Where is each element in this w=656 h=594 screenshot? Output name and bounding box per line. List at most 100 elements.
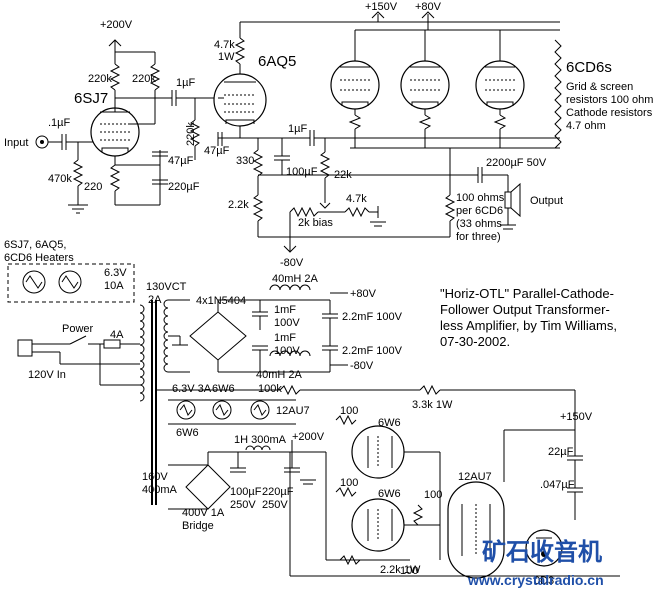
c-1uf-out-label: 1µF <box>288 123 307 135</box>
c-250v-a-label: 250V <box>230 499 256 511</box>
c-2m2-a-label: 2.2mF 100V <box>342 311 403 323</box>
heater-10a-label: 10A <box>104 280 124 292</box>
c-100uf-250-label: 100µF <box>230 486 262 498</box>
r-2k2-label: 2.2k <box>228 199 249 211</box>
r-100-c-label: 100 <box>424 489 442 501</box>
psu-minus80-label: -80V <box>350 360 374 372</box>
heater-icon-2 <box>58 270 82 294</box>
c-22uf-label: 22µF <box>548 446 574 458</box>
c-in-label: .1µF <box>48 117 71 129</box>
rail-150v-label: +150V <box>365 1 398 13</box>
tube-6aq5-label: 6AQ5 <box>258 53 296 70</box>
bridge-diodes-label: 4x1N5404 <box>196 295 246 307</box>
psu-plus80-label: +80V <box>350 288 377 300</box>
bias-pot-label: 2k bias <box>298 217 333 229</box>
tube-6cd6-label: 6CD6s <box>566 59 612 76</box>
c-1mf-b-label: 1mF <box>274 332 296 344</box>
xfmr-2a-label: 2A <box>148 294 162 306</box>
mains-plug-icon <box>17 339 33 357</box>
heater-12au7-icon <box>250 400 270 420</box>
r-4k7-1w-label: 4.7k <box>214 39 235 51</box>
watermark-cn: 矿石收音机 <box>482 538 602 566</box>
xfmr-130vct-label: 130VCT <box>146 281 187 293</box>
choke-bottom-icon <box>269 350 311 357</box>
reg-150v-label: +150V <box>560 411 593 423</box>
c-100uf-label: 100µF <box>286 166 318 178</box>
output-label: Output <box>530 195 563 207</box>
heater-box <box>7 263 135 303</box>
fuse-icon <box>103 339 121 349</box>
tube-6sj7 <box>90 107 140 157</box>
c-047-label: .047µF <box>540 479 575 491</box>
input-jack-pin <box>40 140 44 144</box>
r-220k-c-label: 220k <box>185 122 197 146</box>
tube-6sj7-label: 6SJ7 <box>74 90 108 107</box>
r-4k7-label: 4.7k <box>346 193 367 205</box>
heater-3a-label: 6.3V 3A <box>172 383 212 395</box>
power-supply-section: 6SJ7, 6AQ5, 6CD6 Heaters 6.3V 10A 120V I… <box>4 239 620 587</box>
tube-0d3 <box>525 529 563 567</box>
tube-12au7-label: 12AU7 <box>458 471 492 483</box>
r-470k-label: 470k <box>48 173 72 185</box>
heaters-note-2: 6CD6 Heaters <box>4 252 74 264</box>
output-note-line-1: Grid & screen <box>566 81 633 93</box>
c-220uf-250-label: 220µF <box>262 486 294 498</box>
r-100-b-label: 100 <box>340 477 358 489</box>
tube-6w6-heater-label: 6W6 <box>212 383 235 395</box>
per-tube-note-1: 100 ohms <box>456 192 505 204</box>
c-coupling-label: 1µF <box>176 77 195 89</box>
per-tube-note-4: for three) <box>456 231 501 243</box>
heaters-note-1: 6SJ7, 6AQ5, <box>4 239 66 251</box>
per-tube-note-2: per 6CD6 <box>456 205 503 217</box>
amplifier-section: Input .1µF 470k 6SJ7 220k +200V 220 <box>4 1 653 269</box>
per-tube-note-3: (33 ohms <box>456 218 502 230</box>
choke-1h-label: 1H 300mA <box>234 434 287 446</box>
output-note-line-4: 4.7 ohm <box>566 120 606 132</box>
choke-top-label: 40mH 2A <box>272 273 319 285</box>
r-22k-label: 22k <box>334 169 352 181</box>
r-2k2-1w-label: 2.2k 1W <box>380 564 421 576</box>
c-220uf-label: 220µF <box>168 181 200 193</box>
c-100v-a-label: 100V <box>274 317 300 329</box>
r-100k-label: 100k <box>258 383 282 395</box>
tube-6w6-2-label: 6W6 <box>378 488 401 500</box>
c-2m2-b-label: 2.2mF 100V <box>342 345 403 357</box>
tube-0d3-label: 0D3 <box>534 575 554 587</box>
r-220k-b-label: 220k <box>132 73 156 85</box>
fuse-label: 4A <box>110 329 124 341</box>
choke-bottom-label: 40mH 2A <box>256 369 303 381</box>
bridge-rating-label: 400V 1A <box>182 507 225 519</box>
heater-6w6-2-icon <box>212 400 232 420</box>
reg-200v-label: +200V <box>292 431 325 443</box>
regulator-bridge-icon <box>185 464 231 510</box>
r-1w-label: 1W <box>218 51 235 63</box>
bridge-label: Bridge <box>182 520 214 532</box>
transformer-hv-secondary <box>163 299 169 373</box>
title-line-2: Follower Output Transformer- <box>440 302 610 317</box>
bridge-rectifier-icon <box>189 311 247 361</box>
title-line-3: less Amplifier, by Tim Williams, <box>440 318 617 333</box>
rail-minus80-label: -80V <box>280 257 304 269</box>
rail-200v-label: +200V <box>100 19 133 31</box>
r-330-label: 330 <box>236 155 254 167</box>
rail-80v-label: +80V <box>415 1 442 13</box>
line-in-label: 120V In <box>28 369 66 381</box>
tube-6w6-1-label: 6W6 <box>378 417 401 429</box>
c-250v-b-label: 250V <box>262 499 288 511</box>
output-note-line-2: resistors 100 ohm <box>566 94 653 106</box>
title-line-1: "Horiz-OTL" Parallel-Cathode- <box>440 286 614 301</box>
choke-top-icon <box>269 284 311 291</box>
watermark-url: www.crystalradio.cn <box>467 572 604 588</box>
r-3k3-label: 3.3k 1W <box>412 399 453 411</box>
heater-icon-1 <box>22 270 46 294</box>
output-note-line-3: Cathode resistors <box>566 107 653 119</box>
choke-1h-icon <box>245 445 271 451</box>
r-220-label: 220 <box>84 181 102 193</box>
power-switch-label: Power <box>62 323 94 335</box>
r-220k-a-label: 220k <box>88 73 112 85</box>
input-label: Input <box>4 137 28 149</box>
tube-12au7-heater-label: 12AU7 <box>276 405 310 417</box>
c-2200uf-label: 2200µF 50V <box>486 157 547 169</box>
c-1mf-a-label: 1mF <box>274 304 296 316</box>
